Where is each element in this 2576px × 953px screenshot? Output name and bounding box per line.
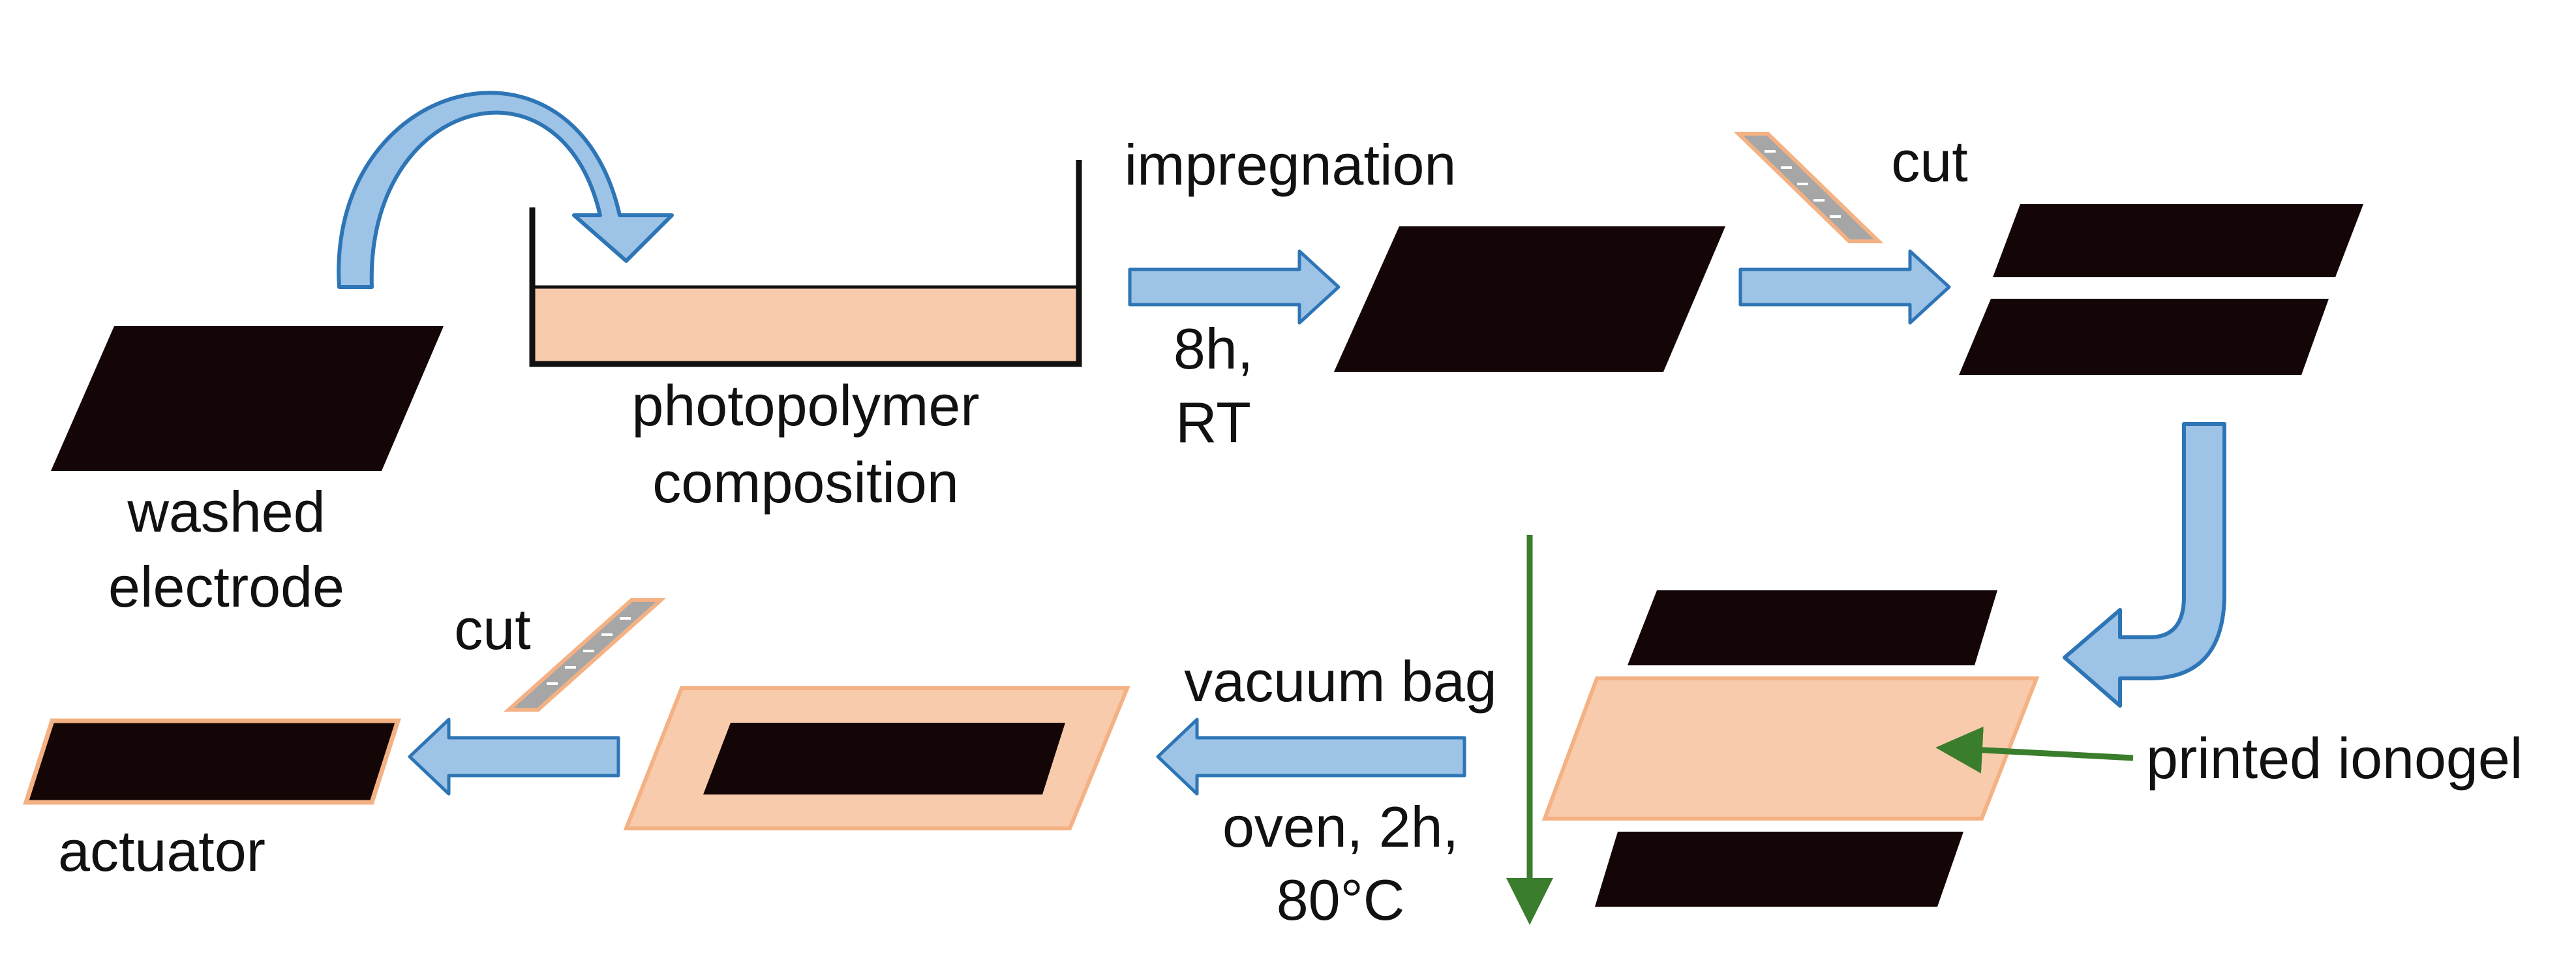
- actuator-label: actuator: [58, 819, 265, 883]
- impregnation-label: impregnation: [1125, 132, 1457, 197]
- printed-ionogel-layer: [1541, 676, 2040, 821]
- arrow-cut: [1738, 249, 1951, 325]
- blade-serrations-top: [1765, 150, 1841, 218]
- photopolymer-container: [529, 160, 1082, 367]
- washed-electrode: [51, 326, 444, 471]
- photopolymer-liquid: [532, 287, 1079, 362]
- cut-label-bottom: cut: [454, 597, 530, 661]
- electrode-strip-1: [1993, 204, 2363, 277]
- printed-ionogel-label: printed ionogel: [2146, 726, 2523, 791]
- impregnated-electrode: [1334, 226, 1725, 372]
- oven-label-line1: oven, 2h,: [1222, 794, 1459, 859]
- sandwich-bottom-electrode: [1595, 832, 1963, 907]
- cut-blade-bottom: [504, 598, 666, 712]
- bent-arrow-down-left: [2063, 422, 2226, 708]
- time-label-line1: 8h,: [1174, 316, 1253, 381]
- sandwich-top-electrode: [1628, 590, 1997, 665]
- arrow-to-actuator: [408, 718, 620, 796]
- arrow-vacuum-bag: [1156, 718, 1466, 796]
- vacuum-bag-label: vacuum bag: [1184, 649, 1496, 714]
- washed-label-line1: washed: [127, 479, 325, 544]
- washed-label-line2: electrode: [108, 554, 344, 619]
- laminated-assembly-electrode: [703, 723, 1065, 794]
- blade-serrations-bottom: [547, 617, 631, 685]
- arrow-impregnation: [1128, 249, 1341, 325]
- electrode-strip-2: [1959, 299, 2329, 375]
- photopolymer-label-line1: photopolymer: [631, 373, 979, 438]
- oven-label-line2: 80°C: [1277, 868, 1405, 932]
- time-label-line2: RT: [1175, 390, 1251, 455]
- cut-blade-top: [1733, 132, 1884, 243]
- cut-label-top: cut: [1891, 129, 1967, 194]
- actuator: [23, 718, 401, 805]
- curved-transfer-arrow: [337, 91, 674, 289]
- ionogel-pointer-arrow: [1935, 726, 2134, 774]
- photopolymer-label-line2: composition: [652, 450, 959, 515]
